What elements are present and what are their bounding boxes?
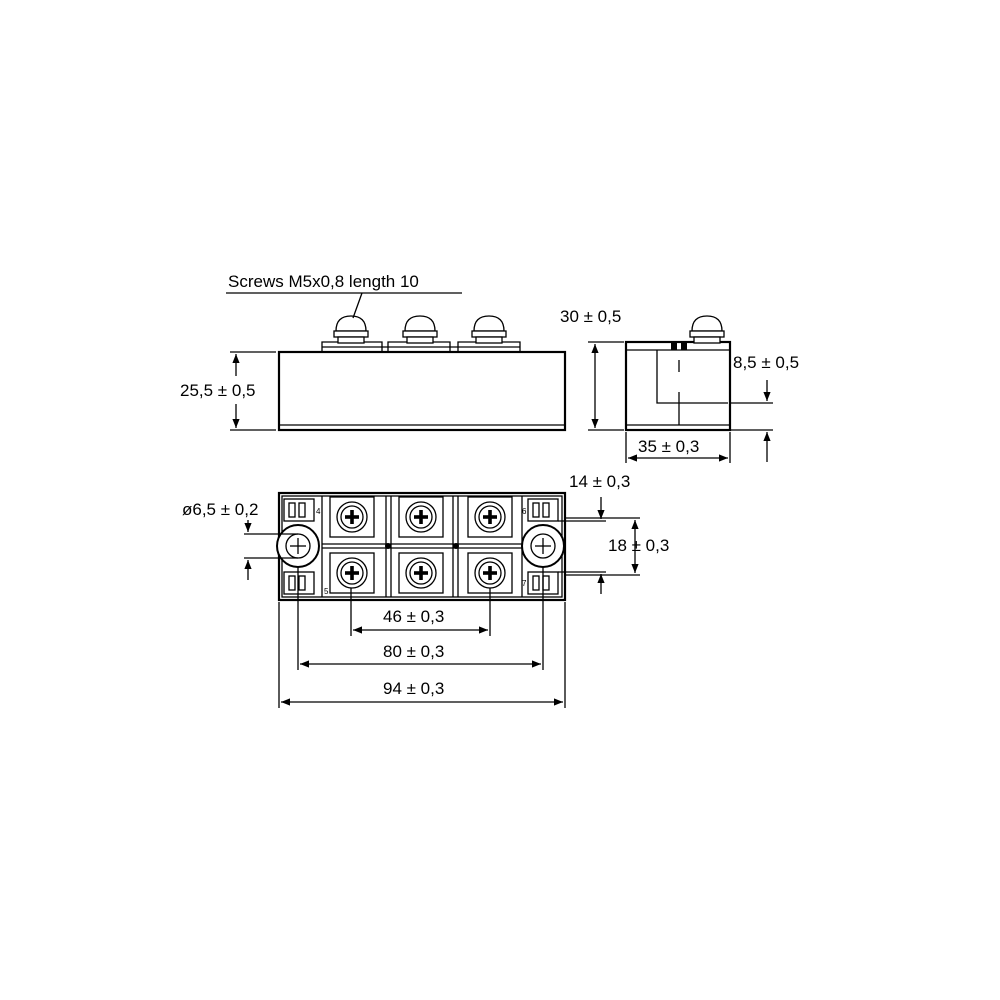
overall-length-label: 94 ± 0,3 bbox=[383, 679, 444, 698]
side-view: 30 ± 0,5 8,5 ± 0,5 35 ± 0,3 bbox=[560, 307, 799, 463]
front-view: Screws M5x0,8 length 10 25,5 ± 0,5 bbox=[180, 272, 567, 432]
height-front-label: 25,5 ± 0,5 bbox=[180, 381, 256, 400]
side-offset-label: 8,5 ± 0,5 bbox=[733, 353, 799, 372]
pin-mark: 6 bbox=[522, 507, 527, 516]
terminal-screws bbox=[336, 501, 506, 589]
screw-icon bbox=[471, 315, 507, 344]
screws-leader bbox=[352, 292, 363, 319]
side-width-label: 35 ± 0,3 bbox=[638, 437, 699, 456]
screw-icon bbox=[405, 557, 437, 589]
mounting-hole-right bbox=[521, 524, 565, 568]
pin-mark: 7 bbox=[522, 579, 527, 588]
aux-pin-connectors bbox=[283, 498, 559, 595]
row-spacing-label: 18 ± 0,3 bbox=[608, 536, 669, 555]
front-screw-heads bbox=[333, 315, 507, 344]
screw-icon bbox=[333, 315, 369, 344]
pin-mark: 5 bbox=[324, 587, 329, 596]
height-side-label: 30 ± 0,5 bbox=[560, 307, 621, 326]
screw-spacing-label: 46 ± 0,3 bbox=[383, 607, 444, 626]
pin-offset-label: 14 ± 0,3 bbox=[569, 472, 630, 491]
screw-icon bbox=[474, 501, 506, 533]
side-module-body bbox=[624, 340, 732, 432]
mounting-hole-left bbox=[276, 524, 320, 568]
screws-note: Screws M5x0,8 length 10 bbox=[228, 272, 419, 291]
screw-icon bbox=[405, 501, 437, 533]
front-module-body bbox=[277, 341, 567, 432]
hole-spacing-label: 80 ± 0,3 bbox=[383, 642, 444, 661]
screw-icon bbox=[402, 315, 438, 344]
top-view: 4 5 6 7 ø6,5 ± 0,2 14 ± 0,3 bbox=[182, 472, 669, 708]
screw-icon bbox=[474, 557, 506, 589]
screw-icon bbox=[689, 315, 725, 344]
pin-mark: 4 bbox=[316, 507, 321, 516]
screw-icon bbox=[336, 557, 368, 589]
screw-icon bbox=[336, 501, 368, 533]
hole-diameter-label: ø6,5 ± 0,2 bbox=[182, 500, 258, 519]
